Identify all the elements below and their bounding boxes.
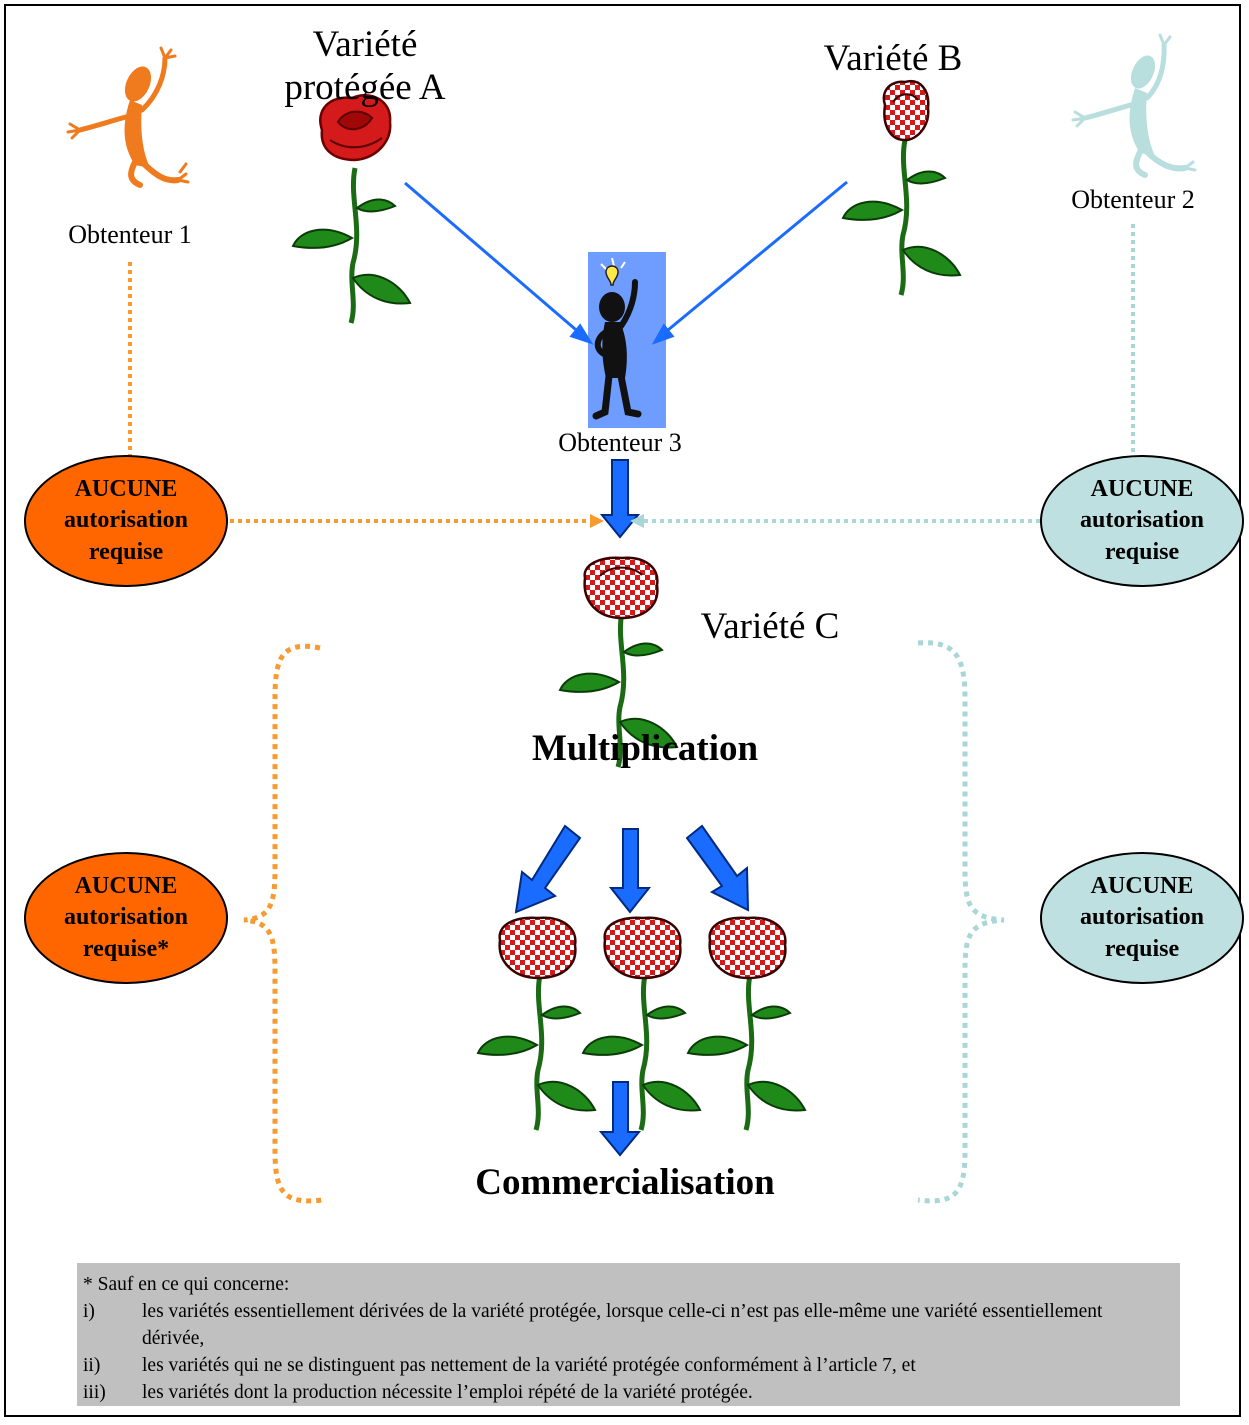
- right-brace: [917, 640, 1005, 1204]
- footnote-item-text: les variétés qui ne se distinguent pas n…: [142, 1355, 916, 1376]
- oval-right-bottom-line-3: requise: [1104, 935, 1180, 962]
- arrow-breeder-3-to-variety-c: [599, 459, 641, 539]
- no-authorization-oval-left-top: AUCUNE autorisation requise: [24, 455, 228, 587]
- oval-left-top-line-2: autorisation: [63, 507, 188, 534]
- multiplied-rose-2-icon: [583, 916, 700, 1130]
- no-authorization-oval-right-top: AUCUNE autorisation requise: [1040, 455, 1244, 587]
- footnote-box: * Sauf en ce qui concerne: i) les variét…: [77, 1263, 1180, 1406]
- oval-left-top-line-3: requise: [88, 538, 164, 565]
- multiplication-arrow-right: [685, 824, 750, 912]
- footnote-item: i) les variétés essentiellement dérivées…: [83, 1298, 1168, 1352]
- oval-left-top-line-1: AUCUNE: [74, 476, 178, 503]
- variety-a-label-line-2: protégée A: [284, 66, 446, 108]
- oval-left-bottom-line-2: autorisation: [63, 904, 188, 931]
- breeder-1-figure-icon: [66, 46, 190, 188]
- breeder-1-label: Obtenteur 1: [68, 220, 192, 249]
- footnote-item-number: i): [83, 1301, 95, 1322]
- oval-right-bottom-line-2: autorisation: [1079, 904, 1204, 931]
- rose-c-icon: [560, 556, 677, 767]
- oval-right-top-line-3: requise: [1104, 538, 1180, 565]
- connector-breeder-1-arrowhead: [590, 514, 604, 528]
- breeder-2-label: Obtenteur 2: [1071, 185, 1195, 214]
- page-frame: [4, 4, 1241, 1417]
- multiplied-rose-3-icon: [688, 916, 805, 1130]
- multiplied-rose-1-icon: [478, 916, 595, 1130]
- connector-breeder-2: [644, 224, 1135, 523]
- connector-breeder-1: [128, 262, 590, 523]
- oval-left-bottom-line-3: requise*: [82, 935, 170, 962]
- variety-c-label: Variété C: [700, 606, 840, 647]
- variety-b-label: Variété B: [823, 38, 963, 79]
- footnote-item-number: ii): [83, 1355, 101, 1376]
- arrow-rose-a-to-breeder-3: [404, 181, 594, 345]
- commercialisation-label: Commercialisation: [475, 1162, 775, 1203]
- oval-right-top-line-2: autorisation: [1079, 507, 1204, 534]
- breeder-2-figure-icon: [1071, 33, 1197, 178]
- breeder-3-label: Obtenteur 3: [558, 428, 682, 457]
- rose-b-icon: [843, 79, 960, 295]
- footnote-intro: * Sauf en ce qui concerne:: [83, 1274, 290, 1295]
- rose-a-icon: [293, 94, 410, 323]
- breeder-3-figure-icon: [588, 252, 666, 428]
- multiplication-label: Multiplication: [531, 728, 759, 769]
- footnote-item-text: les variétés essentiellement dérivées de…: [142, 1301, 1103, 1349]
- oval-right-bottom-line-1: AUCUNE: [1090, 873, 1194, 900]
- no-authorization-oval-left-bottom: AUCUNE autorisation requise*: [24, 852, 228, 984]
- connector-breeder-2-arrowhead: [630, 514, 644, 528]
- arrow-rose-b-to-breeder-3: [651, 180, 848, 345]
- arrow-to-commercialisation: [598, 1081, 642, 1157]
- variety-a-label-line-1: Variété: [312, 24, 418, 65]
- oval-left-bottom-line-1: AUCUNE: [74, 873, 178, 900]
- variety-a-label: Variété protégée A: [270, 24, 460, 109]
- multiplication-arrow-center: [608, 828, 652, 914]
- left-brace: [243, 643, 323, 1204]
- no-authorization-oval-right-bottom: AUCUNE autorisation requise: [1040, 852, 1244, 984]
- footnote-item: iii) les variétés dont la production néc…: [83, 1379, 1168, 1406]
- oval-right-top-line-1: AUCUNE: [1090, 476, 1194, 503]
- footnote-item-number: iii): [83, 1382, 106, 1403]
- footnote-item-text: les variétés dont la production nécessit…: [142, 1382, 753, 1403]
- multiplication-arrow-left: [514, 824, 582, 914]
- footnote-item: ii) les variétés qui ne se distinguent p…: [83, 1352, 1168, 1379]
